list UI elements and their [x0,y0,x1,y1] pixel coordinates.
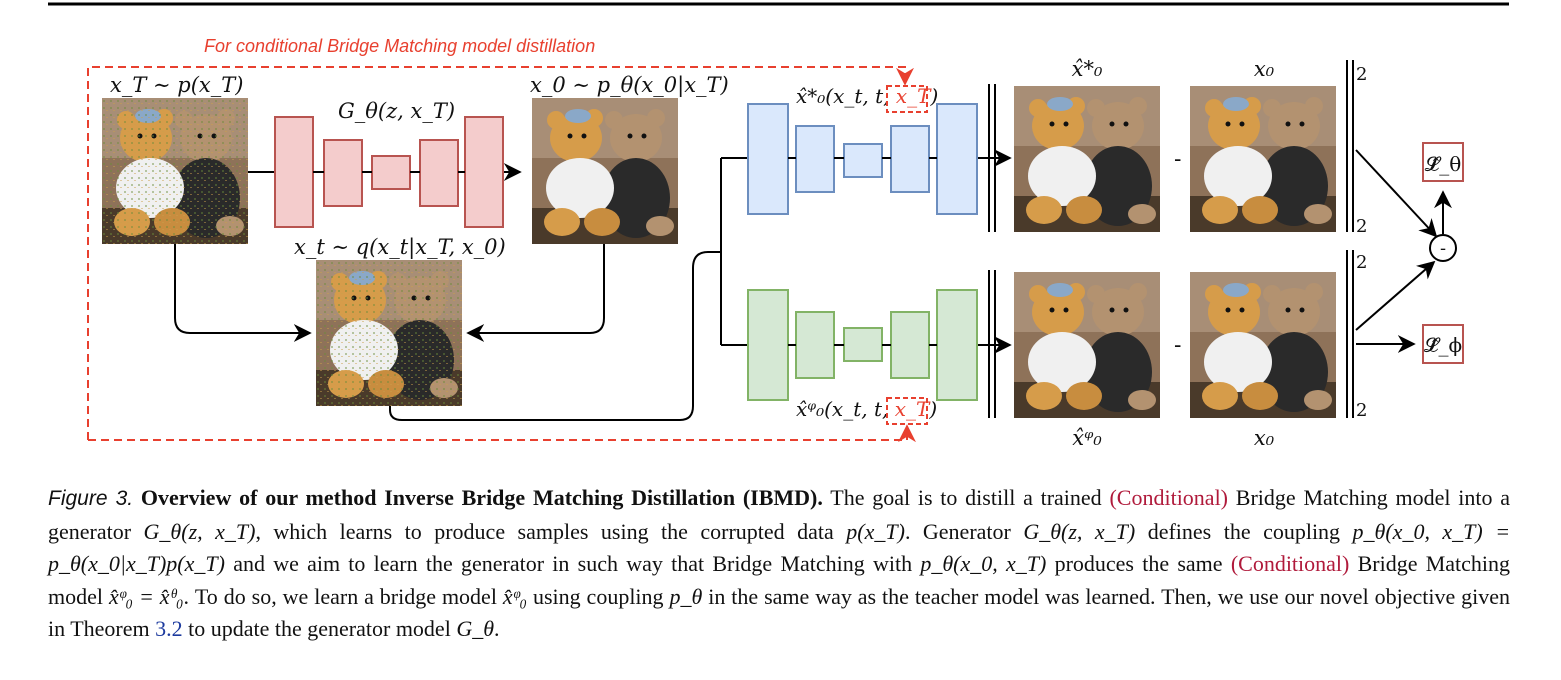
image-top-x0 [1190,86,1336,232]
ibmd-diagram: For conditional Bridge Matching model di… [48,2,1509,450]
caption-text: produces the same [1054,551,1223,576]
caption-math: p_θ(x_0, x_T) [920,551,1047,576]
label-out-bot-b: x₀ [1254,426,1275,450]
generator-network [274,116,504,228]
loss-phi: 𝓛̂_ϕ [1424,333,1462,357]
figure-caption: Figure 3. Overview of our method Inverse… [48,482,1510,646]
caption-math: G_θ(z, x_T) [143,518,256,544]
caption-text: to update the generator model [188,616,451,641]
image-teacher-out [1014,86,1160,232]
loss-theta-box [1422,142,1464,182]
caption-math: x̂ᵠ₀ [502,583,528,609]
label-xt-sample: x_t ∼ q(x_t|x_T, x_0) [294,235,506,260]
label-student: x̂ᵠ₀(x_t, t, x_T) [796,397,937,421]
label-teacher: x̂*₀(x_t, t, x_T) [796,84,938,108]
caption-title: Overview of our method Inverse Bridge Ma… [140,485,823,510]
annotation-text: For conditional Bridge Matching model di… [204,36,595,56]
minus-top: - [1174,147,1181,172]
teacher-network [747,103,978,215]
image-xt [316,260,462,406]
student-cond-box [886,397,928,425]
subtract-sign: - [1440,238,1446,259]
caption-text: . [494,616,500,641]
theorem-link[interactable]: 3.2 [155,616,183,641]
norm-bars [988,60,1354,418]
caption-text: . Generator [904,518,1011,544]
caption-math: p_θ [669,583,703,609]
caption-math: p_θ(x_0, x_T) = p_θ(x_0|x_T)p(x_T) [48,518,1511,577]
caption-text: . To do so, we learn a bridge model [183,583,497,609]
image-xT [102,98,248,244]
figure-label: Figure 3. [48,487,134,510]
norm-exp-bot-lower: 2 [1356,400,1367,421]
norm-exp-top-upper: 2 [1356,64,1367,85]
subtract-node [1429,234,1457,262]
image-student-out [1014,272,1160,418]
caption-text: and we aim to learn the generator in suc… [233,551,913,576]
norm-exp-bot-upper: 2 [1356,252,1367,273]
caption-math: p(x_T) [846,518,905,544]
label-out-top-b: x₀ [1254,57,1275,81]
caption-text: using coupling [532,583,664,609]
caption-math: G_θ(z, x_T) [1023,518,1136,544]
image-bottom-x0 [1190,272,1336,418]
caption-text: , which learns to produce samples using … [255,518,834,544]
caption-conditional-1: (Conditional) [1109,485,1229,510]
caption-text: The goal is to distill a trained [830,485,1102,510]
teacher-cond-box [886,85,928,113]
caption-text: defines the coupling [1147,518,1341,544]
loss-theta: 𝓛̂_θ [1425,152,1462,176]
caption-text: Bridge Matching model [48,551,1511,609]
caption-math: G_θ [456,616,495,641]
image-x0 [532,98,678,244]
caption-text: Bridge Matching model into a generator [48,485,1511,544]
label-xT-prior: x_T ∼ p(x_T) [110,73,243,97]
label-out-top-a: x̂*₀ [1072,57,1103,81]
loss-phi-box [1422,324,1464,364]
student-network [747,289,978,401]
norm-exp-top-lower: 2 [1356,216,1367,237]
minus-bottom: - [1174,333,1181,358]
conditional-path [87,66,916,443]
label-x0-sample: x_0 ∼ p_θ(x_0|x_T) [530,73,729,98]
caption-conditional-2: (Conditional) [1230,551,1350,576]
label-out-bot-a: x̂ᵠ₀ [1072,426,1102,450]
caption-math: x̂ᵠ₀ = x̂ᶿ₀ [108,583,184,609]
caption-text: in the same way as the teacher model was… [48,583,1511,642]
label-generator: G_θ(z, x_T) [338,99,455,123]
